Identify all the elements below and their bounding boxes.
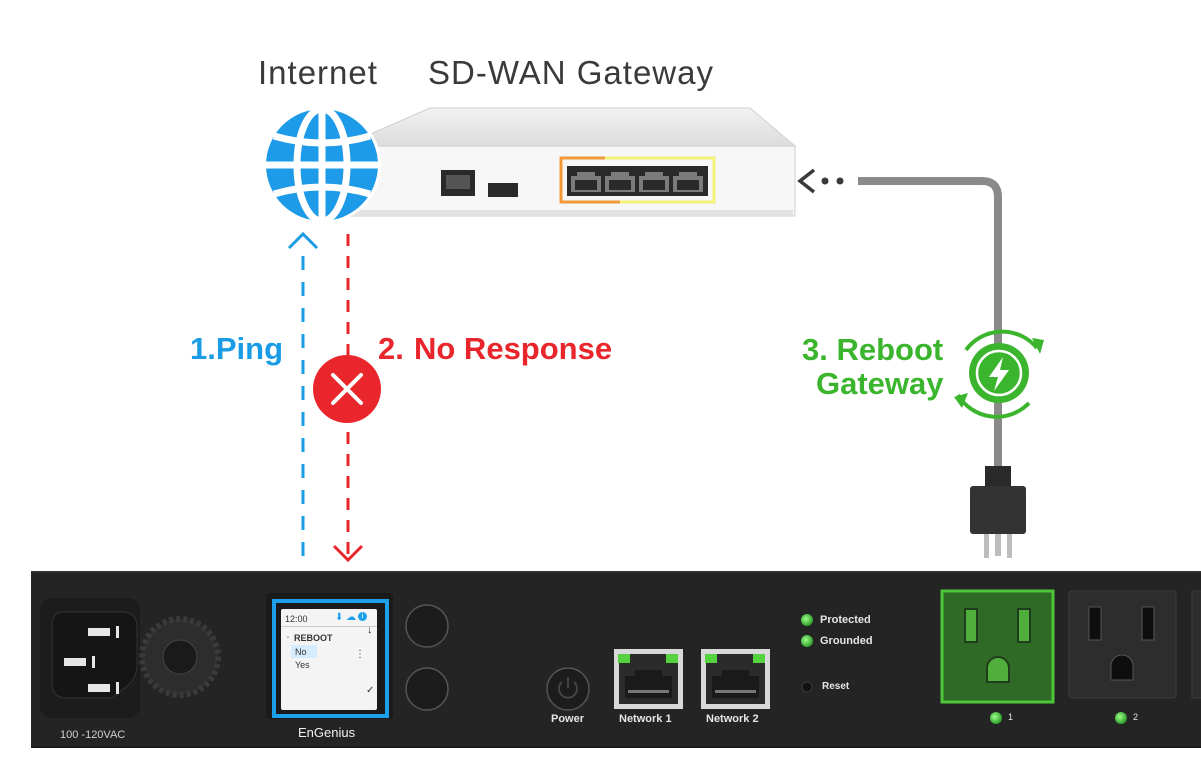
pdu-front-panel	[31, 571, 1201, 748]
network1-label: Network 1	[619, 713, 672, 725]
outlet-1-led	[990, 712, 1002, 724]
voltage-label: 100 -120VAC	[60, 729, 126, 741]
usb-port-icon	[488, 183, 518, 197]
circuit-breaker-knob	[139, 616, 221, 698]
gateway-label: SD-WAN Gateway	[428, 54, 714, 91]
info-icon: i	[358, 612, 367, 621]
check-icon: ✓	[366, 685, 375, 696]
more-icon: ⋮	[355, 649, 365, 660]
lcd-screen: 12:00 ⬇ ☁ i ↓ ⌄ REBOOT No Yes ⋮ ✓	[281, 609, 377, 710]
brand-logo: EnGenius	[298, 725, 356, 740]
protected-led	[801, 614, 813, 626]
power-cable	[797, 168, 1002, 470]
nav-button-up[interactable]	[405, 604, 449, 648]
reset-button[interactable]	[801, 681, 813, 693]
reset-label: Reset	[822, 681, 850, 692]
screen-time: 12:00	[285, 614, 308, 624]
outlet2-label: 2	[1133, 712, 1139, 722]
error-x-icon	[313, 355, 381, 423]
ac-inlet	[40, 598, 140, 718]
network-port-2[interactable]	[701, 649, 770, 709]
network2-label: Network 2	[706, 713, 759, 725]
screen-option-no[interactable]: No	[295, 647, 307, 657]
lan-ports-icon	[567, 166, 708, 196]
collapse-chevron-icon: ⌄	[285, 633, 291, 640]
reboot-label-line2: Gateway	[816, 366, 944, 401]
no-response-number: 2.	[378, 331, 404, 366]
screen-menu-title: REBOOT	[294, 633, 333, 643]
internet-label: Internet	[258, 54, 378, 91]
screen-option-yes[interactable]: Yes	[295, 660, 310, 670]
ping-label: 1.Ping	[190, 331, 284, 366]
selected-option-bg	[291, 645, 317, 658]
internet-globe-icon	[263, 105, 381, 225]
sd-wan-gateway-device	[348, 107, 797, 217]
reboot-power-icon	[954, 329, 1044, 419]
grounded-label: Grounded	[820, 635, 873, 647]
outlet-2[interactable]	[1068, 590, 1177, 699]
protected-label: Protected	[820, 614, 871, 626]
outlet1-label: 1	[1008, 712, 1014, 722]
outlet-1[interactable]	[940, 589, 1055, 704]
download-icon: ⬇	[335, 612, 344, 623]
nav-button-down[interactable]	[405, 667, 449, 711]
power-button[interactable]	[546, 667, 590, 711]
outlet-2-led	[1115, 712, 1127, 724]
no-response-label: No Response	[414, 331, 613, 366]
console-port-icon	[441, 170, 475, 196]
scroll-up-icon: ↓	[367, 624, 373, 636]
cloud-icon: ☁	[346, 612, 356, 623]
grounded-led	[801, 635, 813, 647]
network-port-1[interactable]	[614, 649, 683, 709]
power-plug-icon	[970, 466, 1026, 558]
reboot-label-line1: 3. Reboot	[802, 332, 944, 367]
ping-arrow	[287, 231, 319, 556]
power-label: Power	[551, 713, 585, 725]
